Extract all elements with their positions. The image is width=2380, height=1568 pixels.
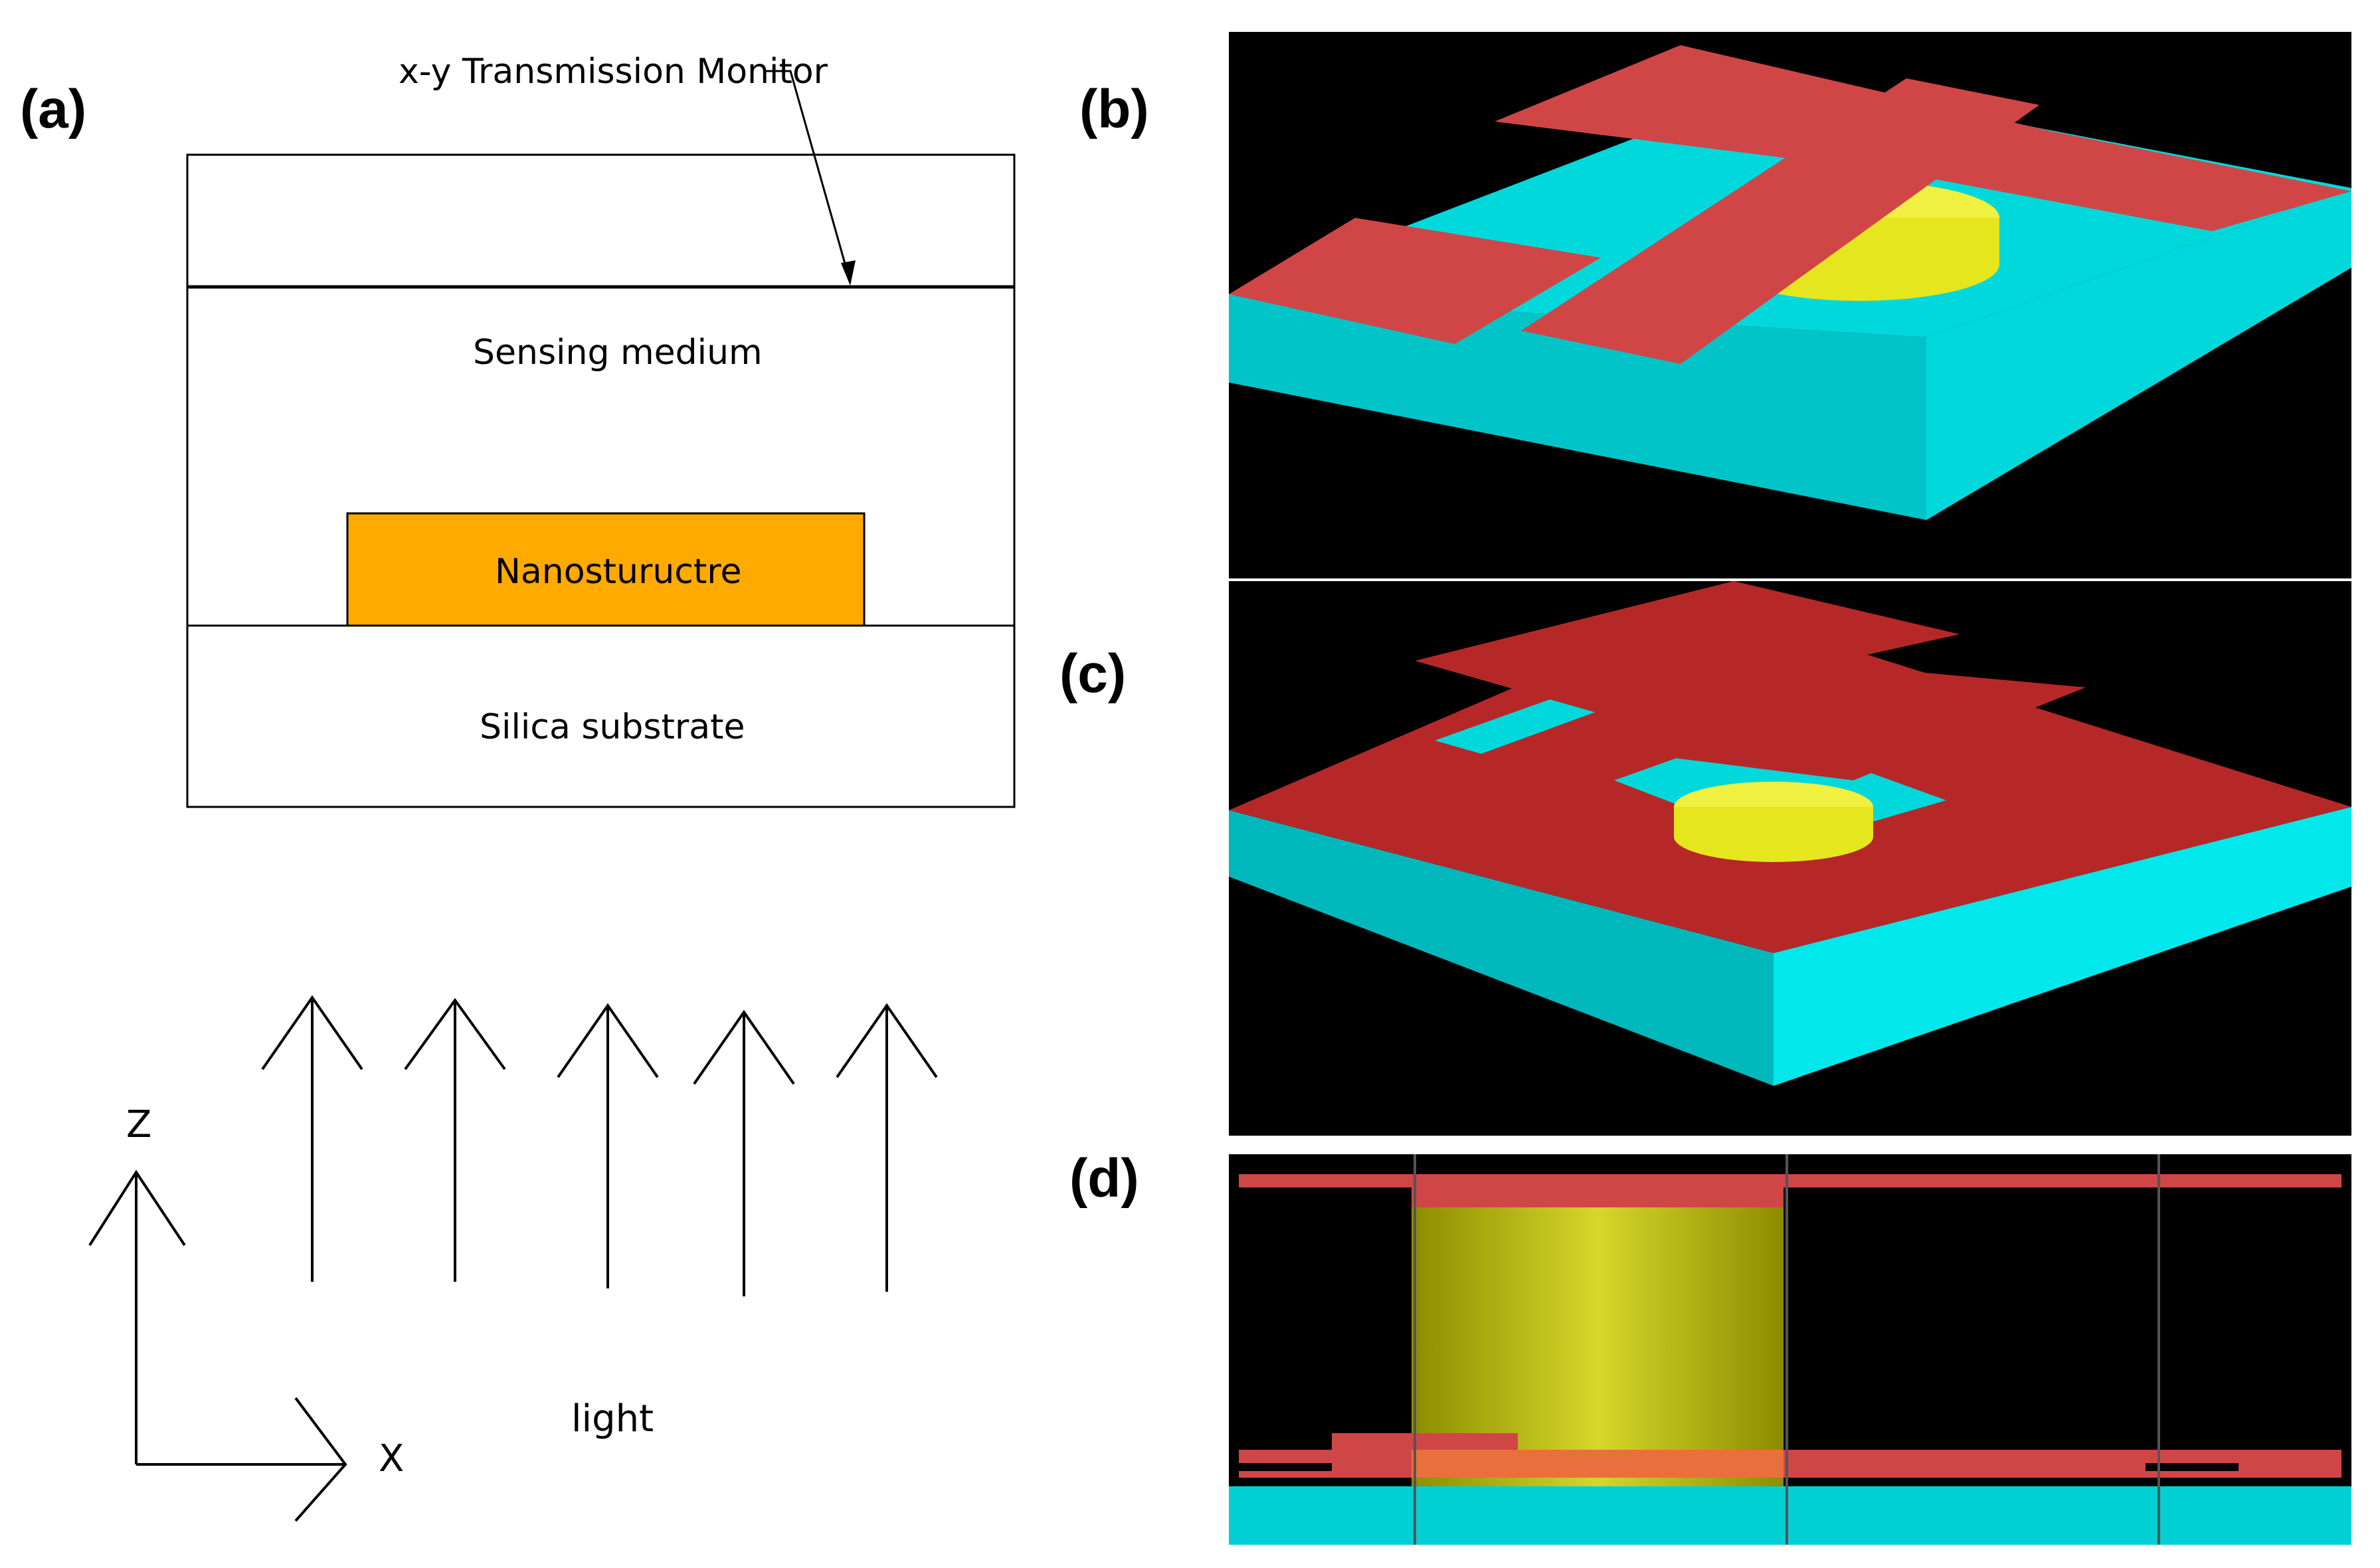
axis-z-label: Z xyxy=(126,1103,151,1146)
panel-b-render xyxy=(1229,32,2351,578)
substrate-side-right xyxy=(1774,807,2351,1086)
electrode-bottom-gap xyxy=(2146,1463,2239,1471)
electrode-bar xyxy=(1521,78,2039,364)
nanostructure-label: Nanostuructre xyxy=(495,552,742,592)
electrode-front-strip xyxy=(1362,794,1774,953)
substrate-side-right xyxy=(1926,188,2351,520)
monitor-pointer-arrow xyxy=(764,70,852,283)
light-label: light xyxy=(571,1397,654,1440)
panel-d-cross-section xyxy=(1229,1154,2351,1545)
electrode-bottom-overlap xyxy=(1412,1450,1784,1478)
monitor-label: x-y Transmission Monitor xyxy=(399,52,828,92)
substrate-label: Silica substrate xyxy=(480,707,745,747)
nanodisk-bottom xyxy=(1674,812,1873,862)
electrode-upper-pad xyxy=(1415,581,1960,714)
panel-label-b: (b) xyxy=(1079,79,1149,139)
panel-c-render xyxy=(1229,581,2351,1136)
monitor-pointer-arrowhead xyxy=(841,260,856,286)
substrate-side-left xyxy=(1229,294,1926,520)
electrode-top-layer xyxy=(1239,1174,2341,1187)
electrode-bar xyxy=(1641,667,2086,780)
nanostructure-block xyxy=(346,512,866,627)
substrate-layer xyxy=(1229,1486,2351,1545)
sensing-medium-label: Sensing medium xyxy=(473,333,763,373)
electrode-top-bump xyxy=(1412,1184,1784,1207)
substrate-side-left xyxy=(1229,810,1774,1086)
light-arrows xyxy=(261,995,938,1296)
electrode-bottom-gap xyxy=(1239,1463,1332,1471)
panel-label-a: (a) xyxy=(20,79,87,139)
panel-label-c: (c) xyxy=(1059,644,1127,704)
electrode-pad-left xyxy=(1229,218,1601,344)
simulation-region-box xyxy=(186,153,1016,808)
electrode-bottom-pad xyxy=(1332,1433,1518,1450)
coordinate-axes xyxy=(88,1170,347,1522)
panel-a-schematic: x-y Transmission Monitor Sensing medium … xyxy=(88,52,1016,1522)
x-axis-arrowhead xyxy=(294,1397,347,1522)
axis-x-label: X xyxy=(379,1437,404,1480)
panel-label-d: (d) xyxy=(1069,1148,1139,1209)
